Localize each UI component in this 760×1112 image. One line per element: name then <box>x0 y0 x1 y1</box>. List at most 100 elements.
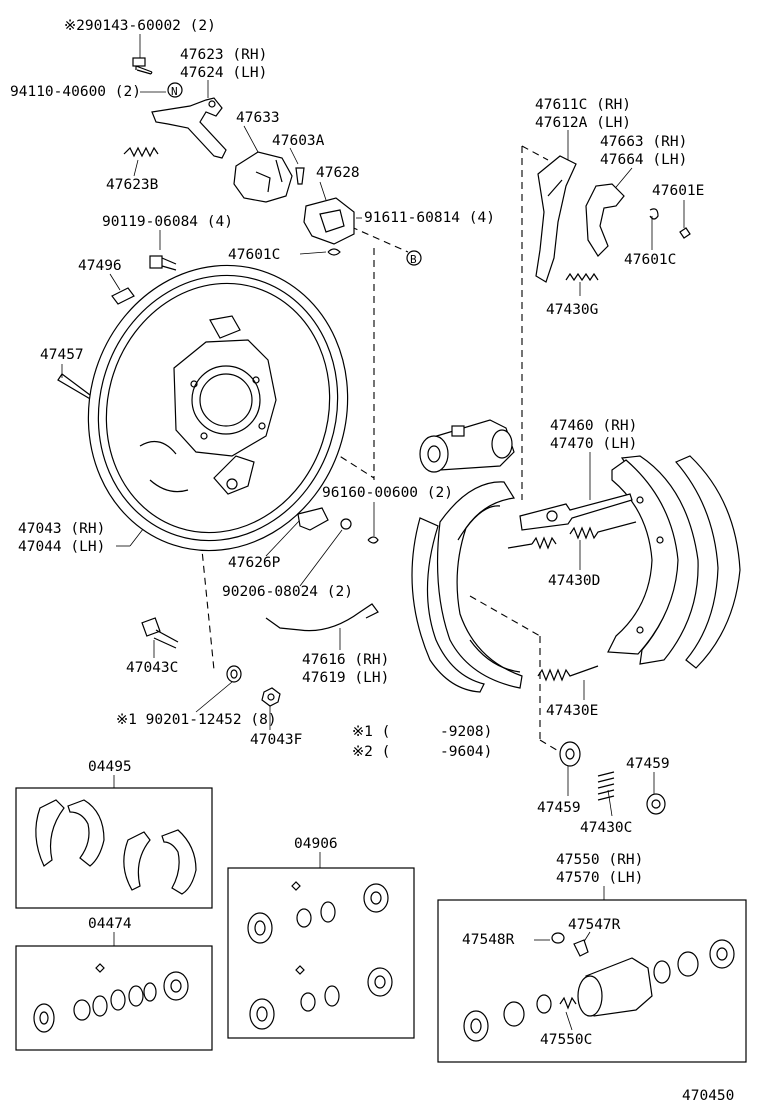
label-47430E[interactable]: 47430E <box>546 703 598 719</box>
lever-bracket-icon[interactable] <box>297 507 329 531</box>
retainer-parts <box>559 741 666 815</box>
small-parts-center <box>141 507 379 707</box>
label-47628[interactable]: 47628 <box>316 165 360 181</box>
note1-mark: ※1 ( <box>352 724 390 740</box>
label-47616[interactable]: 47616 (RH) <box>302 652 389 668</box>
label-47611C[interactable]: 47611C (RH) <box>535 97 631 113</box>
spring-icon[interactable] <box>507 536 557 550</box>
label-47043F[interactable]: 47043F <box>250 732 302 748</box>
label-47459-b[interactable]: 47459 <box>626 756 670 772</box>
plug-icon[interactable] <box>111 287 135 305</box>
bleeder-cap-icon[interactable] <box>551 932 565 944</box>
brake-shoe-left-icon[interactable] <box>411 517 485 693</box>
label-47430G[interactable]: 47430G <box>546 302 598 318</box>
label-47664[interactable]: 47664 (LH) <box>600 152 687 168</box>
parking-lever-icon[interactable] <box>535 155 577 283</box>
label-47430C[interactable]: 47430C <box>580 820 632 836</box>
label-47459-a[interactable]: 47459 <box>537 800 581 816</box>
bracket-icon[interactable] <box>303 197 355 245</box>
kit-box-47550[interactable] <box>437 899 747 1063</box>
bleeder-plug-icon[interactable] <box>573 939 589 957</box>
label-47623[interactable]: 47623 (RH) <box>180 47 267 63</box>
label-47460[interactable]: 47460 (RH) <box>550 418 637 434</box>
parking-brake-lever-group: N B <box>57 57 422 401</box>
marker-b-icon[interactable]: B <box>406 250 422 266</box>
retainer-cup-icon[interactable] <box>559 741 581 767</box>
label-47623B[interactable]: 47623B <box>106 177 159 193</box>
diagram-id: 470450 <box>682 1088 734 1104</box>
label-47570[interactable]: 47570 (LH) <box>556 870 643 886</box>
label-90206[interactable]: 90206-08024 (2) <box>222 584 353 600</box>
clip-icon[interactable] <box>679 227 691 239</box>
washer-icon[interactable] <box>340 518 352 530</box>
svg-text:B: B <box>410 253 417 266</box>
spring-icon[interactable] <box>537 665 599 682</box>
bolt-icon[interactable] <box>149 255 177 271</box>
label-47550[interactable]: 47550 (RH) <box>556 852 643 868</box>
spring-icon[interactable] <box>123 146 159 158</box>
label-04474[interactable]: 04474 <box>88 916 132 932</box>
label-90201[interactable]: ※1 90201-12452 (8) <box>116 712 277 728</box>
kit-box-04474[interactable] <box>15 945 213 1051</box>
brake-shoes-group <box>411 455 741 693</box>
label-47044[interactable]: 47044 (LH) <box>18 539 105 555</box>
callout-labels: ※290143-60002 (2) 47623 (RH) 47624 (LH) … <box>10 18 734 1104</box>
backing-plate-icon[interactable] <box>52 231 384 584</box>
pin-rod-icon[interactable] <box>57 373 95 401</box>
label-47550C[interactable]: 47550C <box>540 1032 592 1048</box>
label-47601C-b[interactable]: 47601C <box>624 252 676 268</box>
spring-icon[interactable] <box>565 272 599 282</box>
label-47430D[interactable]: 47430D <box>548 573 600 589</box>
spring-icon[interactable] <box>597 771 615 801</box>
label-47043[interactable]: 47043 (RH) <box>18 521 105 537</box>
brake-cable-icon[interactable] <box>265 603 379 632</box>
bolt-icon[interactable] <box>132 57 153 75</box>
label-47470[interactable]: 47470 (LH) <box>550 436 637 452</box>
label-47496[interactable]: 47496 <box>78 258 122 274</box>
kit-box-04495[interactable] <box>15 787 213 909</box>
svg-text:N: N <box>171 85 178 98</box>
pin-icon[interactable] <box>295 167 305 185</box>
label-47547R[interactable]: 47547R <box>568 917 621 933</box>
bolt-icon[interactable] <box>141 617 179 649</box>
label-47619[interactable]: 47619 (LH) <box>302 670 389 686</box>
nut-icon[interactable] <box>226 665 242 683</box>
shoe-lever-group <box>535 155 691 283</box>
label-47603A[interactable]: 47603A <box>272 133 325 149</box>
label-90119[interactable]: 90119-06084 (4) <box>102 214 233 230</box>
clip-icon[interactable] <box>327 248 341 256</box>
label-47548R[interactable]: 47548R <box>462 932 515 948</box>
retainer-cup-icon[interactable] <box>646 793 666 815</box>
label-47633[interactable]: 47633 <box>236 110 280 126</box>
adjusting-lever-icon[interactable] <box>585 183 625 257</box>
wheel-cylinder-icon[interactable] <box>419 419 515 473</box>
clip-icon[interactable] <box>367 536 379 544</box>
label-04906[interactable]: 04906 <box>294 836 338 852</box>
spring-icon[interactable] <box>569 521 637 540</box>
parking-brake-lever-icon[interactable] <box>151 97 227 159</box>
label-96160[interactable]: 96160-00600 (2) <box>322 485 453 501</box>
note2-value: -9604) <box>440 744 492 760</box>
label-47624[interactable]: 47624 (LH) <box>180 65 267 81</box>
note1-value: -9208) <box>440 724 492 740</box>
label-47626P[interactable]: 47626P <box>228 555 281 571</box>
nut-icon[interactable] <box>261 687 281 707</box>
label-04495[interactable]: 04495 <box>88 759 132 775</box>
label-47601E[interactable]: 47601E <box>652 183 704 199</box>
kit-box-04906[interactable] <box>227 867 415 1039</box>
label-290143[interactable]: ※290143-60002 (2) <box>64 18 216 34</box>
label-94110[interactable]: 94110-40600 (2) <box>10 84 141 100</box>
nut-marker-n-icon[interactable]: N <box>167 82 183 98</box>
adjuster-group <box>507 493 637 682</box>
label-47601C-a[interactable]: 47601C <box>228 247 280 263</box>
adjuster-cover-icon[interactable] <box>233 151 293 203</box>
label-47612A[interactable]: 47612A (LH) <box>535 115 631 131</box>
label-47457[interactable]: 47457 <box>40 347 84 363</box>
adjuster-strut-icon[interactable] <box>519 493 633 531</box>
label-47043C[interactable]: 47043C <box>126 660 178 676</box>
note2-mark: ※2 ( <box>352 744 390 760</box>
label-91611[interactable]: 91611-60814 (4) <box>364 210 495 226</box>
clip-icon[interactable] <box>649 208 659 220</box>
label-47663[interactable]: 47663 (RH) <box>600 134 687 150</box>
